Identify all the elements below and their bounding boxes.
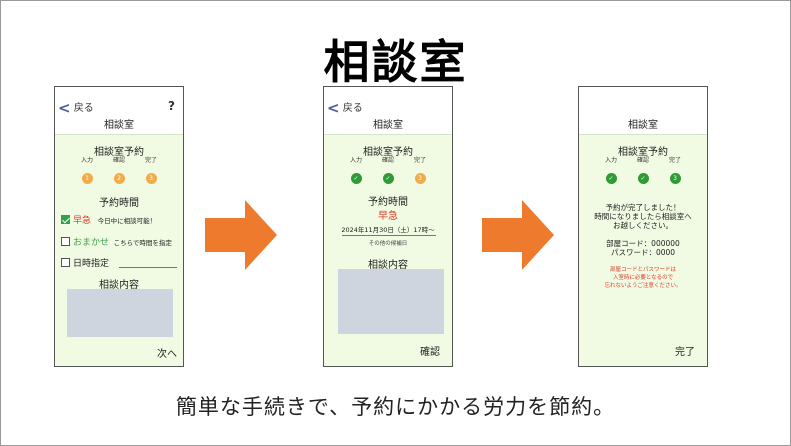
credentials-notice: 部屋コードとパスワードは 入室時に必要となるので 忘れないようご注意ください。 [604, 267, 682, 289]
back-button[interactable]: < 戻る [327, 99, 363, 117]
content-textarea [338, 269, 444, 334]
divider [342, 235, 436, 236]
checkbox-icon[interactable] [61, 237, 70, 246]
header-title: 相談室 [104, 120, 134, 131]
reservation-datetime: 2024年11月30日（土）17時～ [341, 226, 435, 234]
password: パスワード：0000 [610, 248, 676, 257]
option-urgent[interactable]: 早急 今日中に相談可能！ [61, 213, 156, 226]
section-title: 相談室予約 [94, 147, 144, 158]
time-title: 予約時間 [99, 198, 139, 209]
step-confirm: 確認✓ [636, 157, 649, 184]
check-icon: ✓ [605, 173, 617, 184]
next-button[interactable]: 次へ [157, 349, 177, 360]
app-header: < 戻る 相談室 [324, 87, 452, 135]
candidate-dates-link[interactable]: その他の候補日 [368, 241, 408, 247]
option-datetime[interactable]: 日時指定 [61, 256, 109, 269]
app-header: 相談室 [579, 87, 707, 135]
completion-message: 予約が完了しました！ 時間になりましたら相談室へ お越しください。 [594, 203, 692, 230]
content-title: 相談内容 [99, 280, 139, 291]
check-icon: ✓ [637, 173, 649, 184]
section-title: 相談室予約 [363, 147, 413, 158]
slide-title: 相談室 [323, 35, 468, 89]
done-button[interactable]: 完了 [675, 347, 695, 358]
option-omakase[interactable]: おまかせ こちらで時間を指定 [61, 235, 172, 248]
check-icon: ✓ [382, 173, 394, 184]
header-title: 相談室 [628, 120, 658, 131]
app-header: < 戻る ? 相談室 [55, 87, 183, 135]
help-button[interactable]: ? [168, 99, 175, 113]
room-code: 部屋コード：000000 [606, 239, 680, 248]
arrow-right-icon [482, 200, 554, 270]
datetime-input-line[interactable] [119, 267, 177, 268]
check-icon: ✓ [350, 173, 362, 184]
credentials: 部屋コード：000000 パスワード：0000 [579, 239, 707, 257]
content-textarea[interactable] [67, 289, 173, 337]
chevron-left-icon: < [327, 99, 340, 117]
checkbox-icon[interactable] [61, 258, 70, 267]
step-input: 入力✓ [604, 157, 617, 184]
selected-option: 早急 [378, 211, 398, 222]
step-confirm: 確認✓ [381, 157, 394, 184]
content-title: 相談内容 [368, 260, 408, 271]
confirm-button[interactable]: 確認 [420, 347, 440, 358]
header-title: 相談室 [373, 120, 403, 131]
back-button[interactable]: < 戻る [58, 99, 94, 117]
arrow-right-icon [205, 200, 277, 270]
chevron-left-icon: < [58, 99, 71, 117]
section-title: 相談室予約 [618, 147, 668, 158]
time-title: 予約時間 [368, 197, 408, 208]
back-label: 戻る [73, 103, 94, 114]
checkbox-checked-icon[interactable] [61, 215, 70, 224]
slide-caption: 簡単な手続きで、予約にかかる労力を節約。 [175, 395, 616, 419]
back-label: 戻る [342, 103, 363, 114]
step-input: 入力✓ [349, 157, 362, 184]
